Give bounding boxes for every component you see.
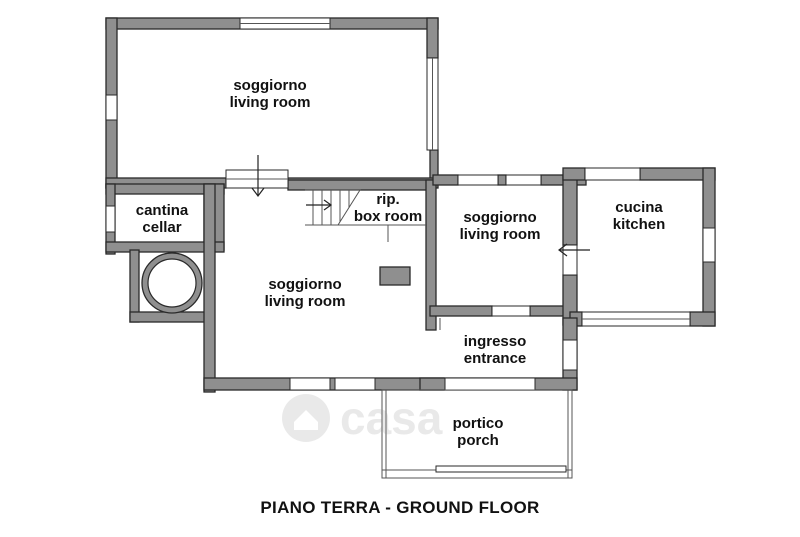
room-name-en: box room bbox=[353, 208, 423, 225]
watermark-logo: casa bbox=[282, 392, 443, 444]
room-label-portico: portico porch bbox=[438, 415, 518, 449]
room-name-en: entrance bbox=[463, 350, 527, 367]
wall-main-west bbox=[203, 183, 216, 393]
room-name-it: soggiorno bbox=[268, 276, 342, 293]
window-top-west bbox=[105, 94, 118, 121]
door-mid-south bbox=[491, 305, 531, 317]
door-kitchen bbox=[562, 244, 578, 276]
wall-boxroom-north bbox=[287, 179, 434, 191]
room-name-en: living room bbox=[264, 293, 346, 310]
room-name-it: soggiorno bbox=[233, 77, 307, 94]
window-kitchen-north bbox=[584, 167, 641, 181]
wall-cellar-south bbox=[105, 241, 225, 253]
windows bbox=[105, 17, 716, 391]
wall-mid-south-a bbox=[429, 305, 493, 317]
room-name-it: rip. bbox=[376, 191, 400, 208]
wall-kitchen-south-b bbox=[689, 311, 716, 327]
room-name-en: kitchen bbox=[612, 216, 666, 233]
entry-arrows bbox=[251, 155, 590, 257]
walls bbox=[105, 17, 716, 393]
wall-mid-north-a bbox=[432, 174, 459, 186]
room-label-soggiorno-main: soggiorno living room bbox=[250, 276, 360, 310]
room-name-en: cellar bbox=[142, 219, 182, 236]
wall-boxroom-east bbox=[425, 179, 437, 331]
window-mid-north-a bbox=[457, 174, 499, 186]
room-label-cantina: cantina cellar bbox=[122, 202, 202, 236]
room-name-en: porch bbox=[457, 432, 499, 449]
floor-title: PIANO TERRA - GROUND FLOOR bbox=[260, 498, 540, 517]
wall-top-east bbox=[426, 17, 439, 59]
oven-inner bbox=[147, 258, 197, 308]
window-main-south-b bbox=[334, 377, 376, 391]
window-main-south-a bbox=[289, 377, 331, 391]
house-icon bbox=[282, 394, 330, 442]
window-mid-north-b bbox=[505, 174, 542, 186]
room-name-en: living room bbox=[459, 226, 541, 243]
room-label-soggiorno-mid: soggiorno living room bbox=[450, 209, 550, 243]
room-name-it: portico bbox=[452, 415, 504, 432]
window-cellar bbox=[105, 205, 116, 233]
watermark-text: casa bbox=[340, 392, 443, 444]
room-label-ripostiglio: rip. box room bbox=[348, 191, 428, 225]
staircase bbox=[305, 189, 426, 242]
porch bbox=[381, 389, 573, 479]
room-name-it: cucina bbox=[615, 199, 663, 216]
window-entrance-east bbox=[562, 339, 578, 371]
room-label-soggiorno-top: soggiorno living room bbox=[215, 77, 325, 111]
wall-kitchen-north-a bbox=[562, 167, 586, 181]
wall-mid-north-b bbox=[497, 174, 507, 186]
room-label-ingresso: ingresso entrance bbox=[450, 333, 540, 367]
wall-oven-west bbox=[129, 249, 140, 323]
room-name-it: cantina bbox=[135, 202, 189, 219]
room-label-cucina: cucina kitchen bbox=[594, 199, 684, 233]
room-name-it: ingresso bbox=[463, 333, 527, 350]
room-name-it: soggiorno bbox=[463, 209, 537, 226]
wall-mid-east bbox=[562, 174, 578, 246]
room-name-en: living room bbox=[229, 94, 311, 111]
chimney bbox=[379, 266, 411, 286]
window-kitchen-east bbox=[702, 227, 716, 263]
